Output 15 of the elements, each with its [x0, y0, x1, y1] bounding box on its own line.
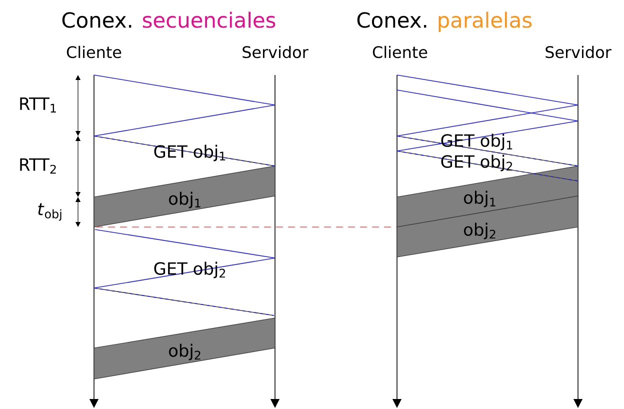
message-label: obj$_{2}$ — [169, 344, 200, 360]
message-label: obj$_{1}$ — [464, 190, 496, 208]
panel-title: Conex. — [357, 12, 426, 28]
column-header: Servidor — [242, 46, 308, 58]
interval-label: RTT$_{1}$ — [20, 97, 56, 113]
interval-label: t$_{obj}$ — [38, 203, 62, 221]
column-header: Cliente — [372, 46, 428, 58]
message-label: obj$_{2}$ — [464, 222, 496, 240]
panel-title: paralelas — [438, 12, 532, 32]
column-header: Cliente — [66, 46, 122, 58]
panel-title: Conex. — [62, 12, 132, 28]
message-label: obj$_{1}$ — [169, 192, 200, 208]
column-header: Servidor — [546, 46, 612, 58]
panel-title: secuenciales — [142, 12, 276, 28]
interval-label: RTT$_{2}$ — [20, 158, 56, 174]
